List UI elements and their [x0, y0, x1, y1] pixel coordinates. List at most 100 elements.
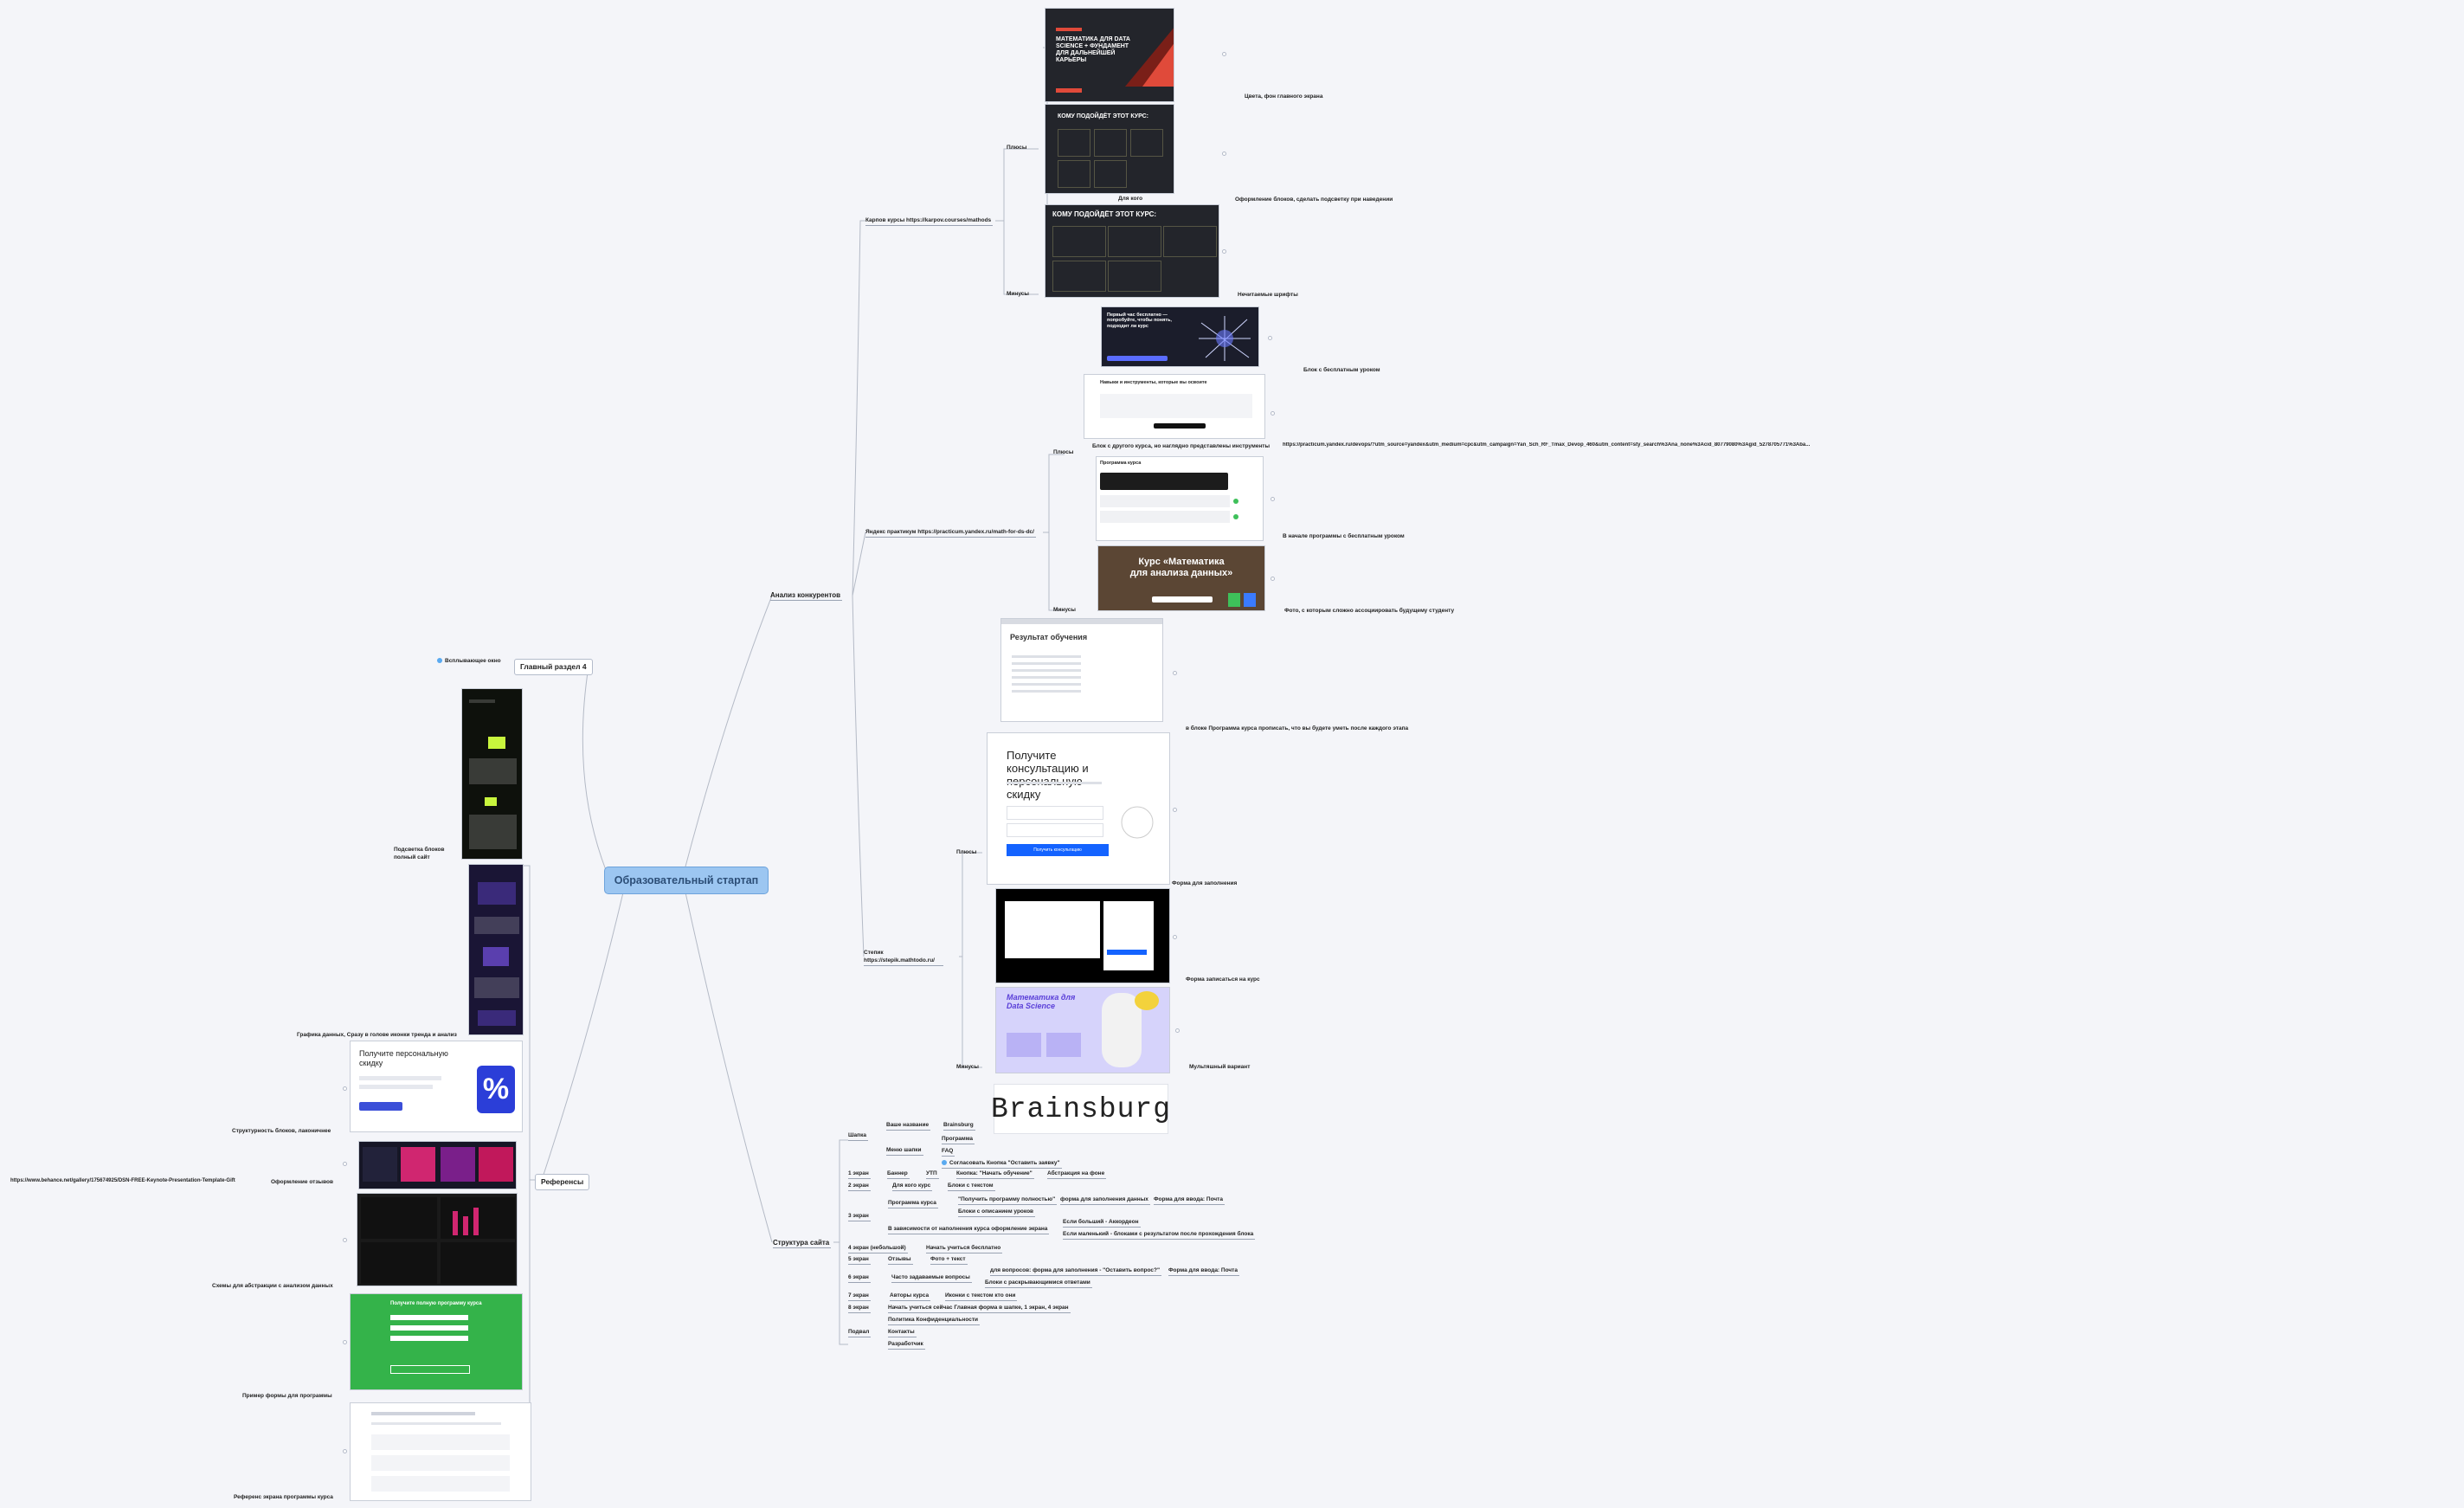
structure-row-item[interactable]: Меню шапки	[886, 1146, 923, 1156]
structure-row-item[interactable]: для вопросов: форма для заполнения - "Ос…	[990, 1266, 1162, 1276]
stepik-consult-button: Получить консультацию	[1007, 844, 1109, 856]
structure-row-label[interactable]: 3 экран	[848, 1212, 871, 1221]
structure-row-item[interactable]: Блоки с описанием уроков	[958, 1208, 1036, 1217]
yandex-tools-note: Блок с другого курса, но наглядно предст…	[1092, 443, 1271, 449]
ref-schemes-label: Схемы для абстракции с анализом данных	[212, 1283, 333, 1289]
structure-row-item[interactable]: Brainsburg	[943, 1121, 975, 1131]
ref-program-thumb	[350, 1402, 531, 1501]
ref-structure-label: Структурность блоков, лаконичнее	[232, 1128, 331, 1134]
stepik-cartoon-note: Мультяшный вариант	[1189, 1064, 1251, 1070]
collapse-dot[interactable]	[1173, 935, 1177, 939]
structure-row-item[interactable]: форма для заполнения данных	[1060, 1195, 1150, 1205]
structure-row-item[interactable]: "Получить программу полностью"	[958, 1195, 1058, 1205]
karpov-red-shape	[1125, 28, 1174, 87]
ref-program-label: Референс экрана программы курса	[234, 1494, 333, 1500]
structure-row-item[interactable]: Иконки с текстом кто они	[945, 1292, 1018, 1301]
yandex-photo-note: Фото, с которым сложно ассоциировать буд…	[1284, 608, 1455, 614]
structure-row-item[interactable]: Разработчик	[888, 1340, 925, 1350]
structure-row-item[interactable]: Баннер	[887, 1170, 910, 1179]
brainsburg-logo: Brainsburg	[991, 1084, 1170, 1134]
structure-row-label[interactable]: 8 экран	[848, 1304, 871, 1313]
structure-row-item[interactable]: Часто задаваемые вопросы	[891, 1273, 972, 1283]
structure-row-item[interactable]: Программа курса	[888, 1199, 938, 1208]
ref-graphs-label: Графика данных, Сразу в голове иконки тр…	[297, 1032, 457, 1038]
structure-row-label[interactable]: 6 экран	[848, 1273, 871, 1283]
structure-row-label[interactable]: 5 экран	[848, 1255, 871, 1265]
collapse-dot[interactable]	[343, 1340, 347, 1344]
structure-row-item[interactable]: Программа	[942, 1135, 975, 1144]
yandex-node[interactable]: Яндекс практикум https://practicum.yande…	[865, 528, 1036, 538]
structure-row-item[interactable]: Блоки с текстом	[948, 1182, 995, 1191]
structure-row-label[interactable]: 4 экран (небольшой)	[848, 1244, 908, 1253]
network-graphic-icon	[1199, 316, 1251, 361]
structure-row-item[interactable]: Для кого курс	[892, 1182, 933, 1191]
collapse-dot[interactable]	[1271, 577, 1275, 581]
yandex-plus: Плюсы	[1053, 449, 1074, 455]
popup-window-node[interactable]: Всплывающее окно	[437, 657, 501, 665]
collapse-dot[interactable]	[1222, 52, 1226, 56]
collapse-dot[interactable]	[343, 1162, 347, 1166]
karpov-node[interactable]: Карпов курсы https://karpov.courses/math…	[865, 216, 994, 226]
structure-row-item[interactable]: Если маленький - блоками с результатом п…	[1063, 1230, 1256, 1240]
stepik-node[interactable]: Степик https://stepik.mathtodo.ru/	[864, 949, 943, 966]
stepik-minus: Минусы	[956, 1064, 979, 1070]
structure-row-item[interactable]: Отзывы	[888, 1255, 913, 1265]
structure-row-item[interactable]: Политика Конфиденциальности	[888, 1316, 981, 1325]
karpov-minus: Минусы	[1007, 291, 1029, 297]
structure-row-item[interactable]: Форма для ввода: Почта	[1168, 1266, 1239, 1276]
stepik-result-note: в блоке Программа курса прописать, что в…	[1186, 725, 1409, 731]
collapse-dot[interactable]	[1175, 1028, 1180, 1033]
behance-url[interactable]: https://www.behance.net/gallery/17567492…	[10, 1178, 235, 1183]
structure-node[interactable]: Структура сайта	[773, 1239, 832, 1248]
karpov-plus: Плюсы	[1007, 145, 1027, 151]
structure-row-item[interactable]: FAQ	[942, 1147, 955, 1157]
structure-row-item[interactable]: УТП	[926, 1170, 939, 1179]
ref-reviews-thumb	[358, 1141, 517, 1189]
structure-row-item[interactable]: Кнопка: "Начать обучение"	[956, 1170, 1034, 1179]
structure-row-label[interactable]: Шапка	[848, 1131, 868, 1141]
yandex-tools-url[interactable]: https://practicum.yandex.ru/devops/?utm_…	[1283, 442, 1811, 448]
karpov-for-whom: Для кого	[1118, 196, 1143, 202]
collapse-dot[interactable]	[1222, 151, 1226, 156]
collapse-dot[interactable]	[1173, 671, 1177, 675]
yandex-tools-title: Навыки и инструменты, которые вы освоите	[1100, 380, 1207, 385]
collapse-dot[interactable]	[1173, 808, 1177, 812]
structure-row-item[interactable]: Начать учиться сейчас Главная форма в ша…	[888, 1304, 1071, 1313]
structure-row-item[interactable]: Если больший - Аккордеон	[1063, 1218, 1141, 1228]
collapse-dot[interactable]	[343, 1449, 347, 1453]
structure-row-label[interactable]: 1 экран	[848, 1170, 871, 1179]
green-form-title: Получите полную программу курса	[390, 1301, 482, 1306]
structure-row-item[interactable]: Авторы курса	[890, 1292, 931, 1301]
structure-row-label[interactable]: 7 экран	[848, 1292, 871, 1301]
karpov-fits-thumb: КОМУ ПОДОЙДЁТ ЭТОТ КУРС:	[1045, 104, 1174, 194]
collapse-dot[interactable]	[1222, 249, 1226, 254]
structure-row-item[interactable]: Фото + текст	[930, 1255, 968, 1265]
structure-row-item[interactable]: Начать учиться бесплатно	[926, 1244, 1003, 1253]
structure-row-label[interactable]: Подвал	[848, 1328, 872, 1337]
structure-row-item[interactable]: В зависимости от наполнения курса оформл…	[888, 1225, 1050, 1234]
collapse-dot[interactable]	[1271, 497, 1275, 501]
references-node[interactable]: Референсы	[535, 1174, 590, 1190]
structure-row-item[interactable]: Ваше название	[886, 1121, 931, 1131]
collapse-dot[interactable]	[343, 1086, 347, 1091]
structure-row-item[interactable]: Блоки с раскрывающимися ответами	[985, 1279, 1092, 1288]
percent-icon: %	[477, 1066, 515, 1113]
stepik-result-thumb: Результат обучения	[1000, 618, 1163, 722]
structure-row-item[interactable]: Согласовать Кнопка "Оставить заявку"	[942, 1159, 1062, 1169]
competitors-node[interactable]: Анализ конкурентов	[770, 591, 843, 601]
collapse-dot[interactable]	[343, 1238, 347, 1242]
info-dot-icon	[437, 658, 442, 664]
structure-row-item[interactable]: Абстракция на фоне	[1047, 1170, 1107, 1179]
collapse-dot[interactable]	[1271, 411, 1275, 416]
ref-graphs-thumb	[468, 864, 524, 1035]
yandex-tools-thumb: Навыки и инструменты, которые вы освоите	[1084, 374, 1265, 439]
karpov-fonts-note: Нечитаемые шрифты	[1238, 292, 1298, 298]
collapse-dot[interactable]	[1268, 336, 1272, 340]
structure-row-item[interactable]: Контакты	[888, 1328, 917, 1337]
central-topic[interactable]: Образовательный стартап	[604, 867, 769, 894]
structure-row-label[interactable]: 2 экран	[848, 1182, 871, 1191]
structure-row-item[interactable]: Форма для ввода: Почта	[1154, 1195, 1225, 1205]
main-section-node[interactable]: Главный раздел 4	[514, 659, 593, 675]
ref-schemes-thumb	[357, 1193, 518, 1286]
